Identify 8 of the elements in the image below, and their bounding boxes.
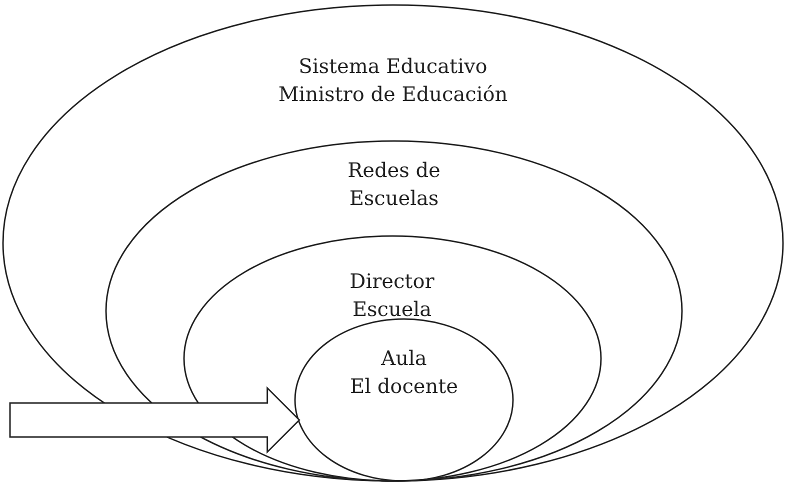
level-label: Redes de Escuelas xyxy=(346,157,442,212)
block-arrow xyxy=(9,386,300,454)
level-label: Escuela xyxy=(352,296,432,323)
level-label: El docente xyxy=(350,373,458,400)
level-label: Director xyxy=(350,268,434,295)
level-label: Ministro de Educación xyxy=(278,81,508,108)
level-label: Aula xyxy=(381,345,427,372)
level-label: Sistema Educativo xyxy=(298,53,488,80)
